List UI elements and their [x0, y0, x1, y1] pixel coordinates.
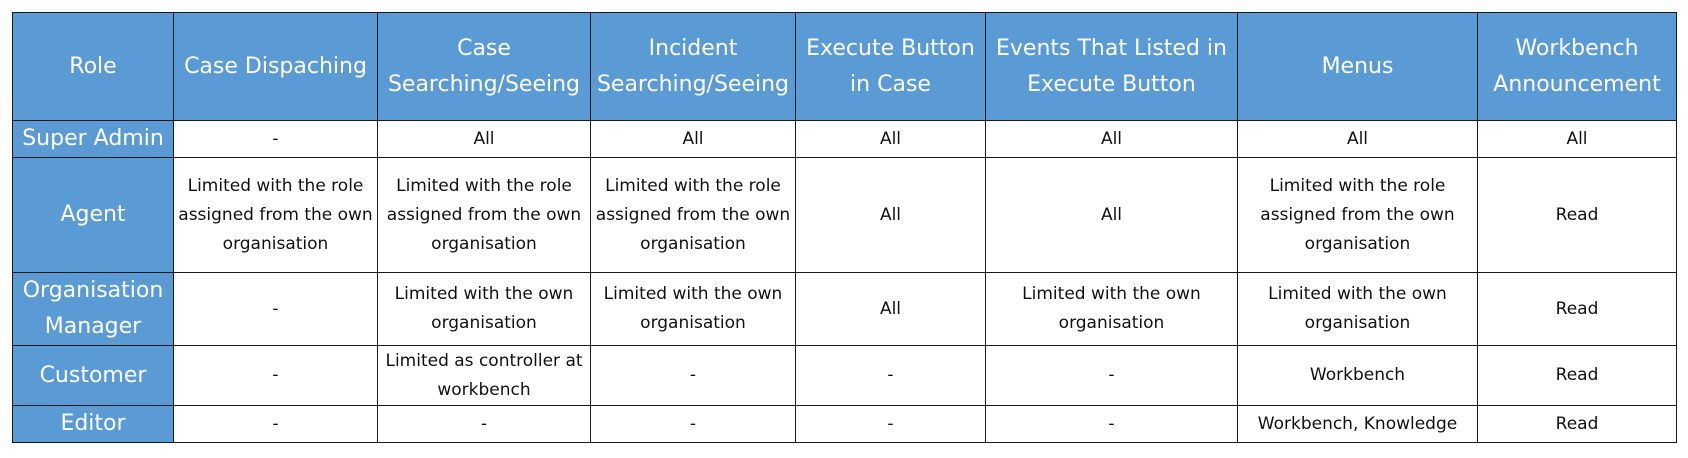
table-cell: Read — [1477, 157, 1677, 273]
table-cell: All — [985, 120, 1238, 158]
table-cell: - — [173, 405, 378, 443]
header-role: Role — [12, 12, 174, 121]
header-workbench-announcement: Workbench Announcement — [1477, 12, 1677, 121]
role-cell: Organisation Manager — [12, 272, 174, 346]
table-cell: All — [1237, 120, 1478, 158]
table-cell: - — [985, 405, 1238, 443]
table-cell: All — [590, 120, 796, 158]
table-header-row: Role Case Dispaching Case Searching/Seei… — [12, 12, 1677, 121]
table-cell: Read — [1477, 272, 1677, 346]
table-cell: - — [590, 405, 796, 443]
role-permissions-table: Role Case Dispaching Case Searching/Seei… — [12, 12, 1677, 443]
table-cell: Limited as controller at workbench — [377, 345, 591, 406]
table-cell: All — [795, 272, 986, 346]
table-cell: All — [1477, 120, 1677, 158]
header-case-dispatching: Case Dispaching — [173, 12, 378, 121]
table-row-editor: Editor - - - - - Workbench, Knowledge Re… — [12, 405, 1677, 443]
table-cell: Limited with the role assigned from the … — [1237, 157, 1478, 273]
table-cell: - — [985, 345, 1238, 406]
header-execute-button: Execute Button in Case — [795, 12, 986, 121]
table-row-organisation-manager: Organisation Manager - Limited with the … — [12, 272, 1677, 346]
table-cell: Limited with the own organisation — [985, 272, 1238, 346]
table-cell: - — [173, 345, 378, 406]
table-cell: Limited with the own organisation — [377, 272, 591, 346]
role-cell: Customer — [12, 345, 174, 406]
role-cell: Editor — [12, 405, 174, 443]
role-cell: Super Admin — [12, 120, 174, 158]
header-events-listed: Events That Listed in Execute Button — [985, 12, 1238, 121]
table-cell: Limited with the own organisation — [1237, 272, 1478, 346]
table-cell: - — [173, 272, 378, 346]
table-cell: All — [795, 157, 986, 273]
header-incident-searching: Incident Searching/Seeing — [590, 12, 796, 121]
table-cell: Limited with the role assigned from the … — [590, 157, 796, 273]
table-cell: - — [795, 405, 986, 443]
permissions-table-wrapper: Role Case Dispaching Case Searching/Seei… — [12, 12, 1677, 443]
table-row-customer: Customer - Limited as controller at work… — [12, 345, 1677, 406]
table-cell: - — [173, 120, 378, 158]
header-case-searching: Case Searching/Seeing — [377, 12, 591, 121]
table-cell: - — [795, 345, 986, 406]
table-row-agent: Agent Limited with the role assigned fro… — [12, 157, 1677, 273]
table-cell: - — [377, 405, 591, 443]
table-cell: All — [985, 157, 1238, 273]
table-cell: Workbench — [1237, 345, 1478, 406]
table-cell: Read — [1477, 405, 1677, 443]
table-cell: Limited with the own organisation — [590, 272, 796, 346]
table-cell: All — [377, 120, 591, 158]
role-cell: Agent — [12, 157, 174, 273]
table-cell: All — [795, 120, 986, 158]
table-cell: - — [590, 345, 796, 406]
table-cell: Limited with the role assigned from the … — [377, 157, 591, 273]
table-cell: Workbench, Knowledge — [1237, 405, 1478, 443]
table-cell: Limited with the role assigned from the … — [173, 157, 378, 273]
table-row-super-admin: Super Admin - All All All All All All — [12, 120, 1677, 158]
table-cell: Read — [1477, 345, 1677, 406]
header-menus: Menus — [1237, 12, 1478, 121]
